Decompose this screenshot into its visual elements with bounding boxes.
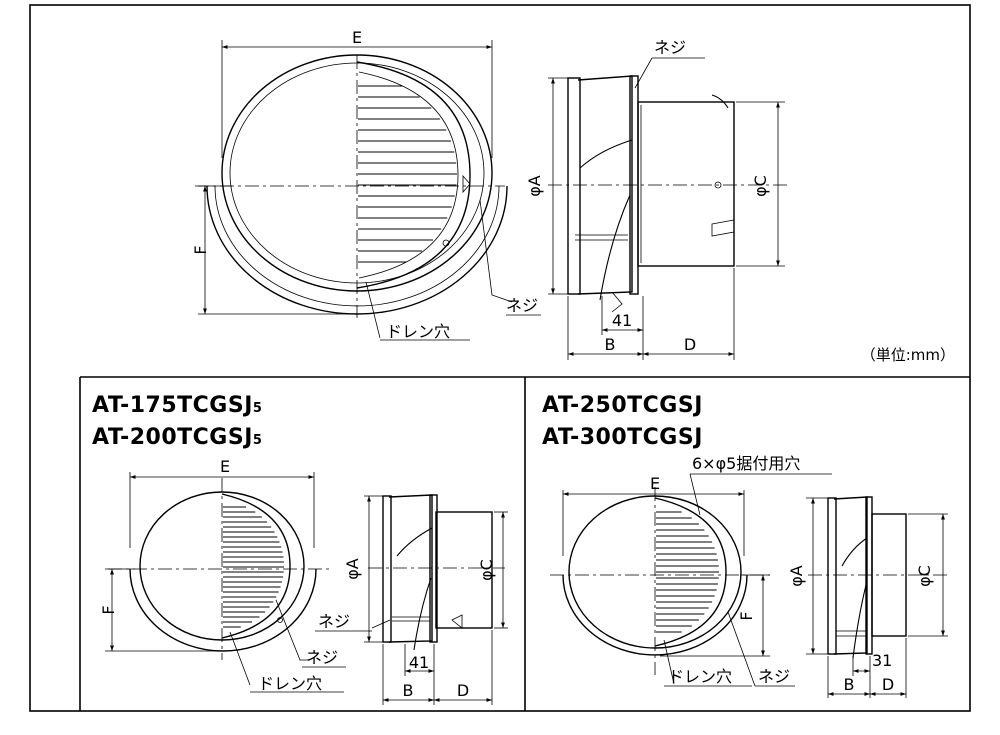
model-name-2: AT-200TCGSJ5 (92, 425, 262, 450)
dim-e: E (220, 457, 230, 476)
dim-b: B (403, 681, 414, 700)
dim-phi-c: φC (477, 559, 496, 581)
label-drain: ドレン穴 (668, 667, 732, 686)
label-screw-front: ネジ (506, 296, 538, 315)
louver-slats (656, 511, 719, 633)
hood-side-profile (577, 75, 633, 295)
right-panel: AT-250TCGSJ AT-300TCGSJ E F 6×φ5据付用穴 ドレン… (542, 393, 948, 698)
model-name-3: AT-250TCGSJ (542, 393, 703, 418)
label-mount-holes: 6×φ5据付用穴 (692, 454, 800, 473)
dim-phi-a: φA (343, 558, 362, 580)
hood-outer (568, 495, 742, 649)
dim-phi-a: φA (525, 175, 544, 197)
dim-41: 41 (409, 653, 429, 672)
dim-b: B (844, 675, 855, 694)
dim-f: F (191, 245, 210, 254)
label-screw-front: ネジ (306, 648, 338, 667)
hood-outer (221, 54, 493, 292)
dim-phi-a: φA (787, 565, 806, 587)
dim-b: B (605, 335, 616, 354)
frames (29, 4, 971, 712)
dim-e: E (352, 28, 362, 47)
label-screw-top: ネジ (654, 38, 686, 57)
dim-d: D (457, 681, 469, 700)
label-drain: ドレン穴 (258, 674, 322, 693)
top-front-view: E F ネジ ドレン穴 (191, 28, 541, 341)
screw-mark (462, 174, 471, 194)
hood-outer (139, 491, 305, 641)
model-name-4: AT-300TCGSJ (542, 425, 703, 450)
dim-d: D (684, 335, 696, 354)
left-panel: AT-175TCGSJ5 AT-200TCGSJ5 E F ネジ ドレン穴 (92, 393, 508, 705)
label-screw: ネジ (758, 667, 790, 686)
dim-f: F (737, 611, 756, 620)
duct-body (637, 101, 735, 267)
dim-phi-c: φC (915, 565, 934, 587)
dim-e: E (650, 474, 660, 493)
hood-flange (567, 77, 581, 295)
unit-label: （単位:mm） (861, 346, 955, 364)
model-name-1: AT-175TCGSJ5 (92, 393, 262, 418)
dim-f: F (99, 605, 118, 614)
drain-hole-mark (442, 239, 450, 247)
label-screw-side: ネジ (318, 612, 350, 631)
dim-41: 41 (612, 311, 632, 330)
dim-phi-c: φC (751, 175, 770, 197)
dim-31: 31 (872, 651, 892, 670)
dim-d: D (882, 675, 894, 694)
top-side-view: ネジ φA φC 41 B D (525, 38, 790, 360)
louver-slats (223, 506, 284, 628)
louver-slats (358, 85, 457, 263)
label-drain: ドレン穴 (386, 322, 450, 341)
